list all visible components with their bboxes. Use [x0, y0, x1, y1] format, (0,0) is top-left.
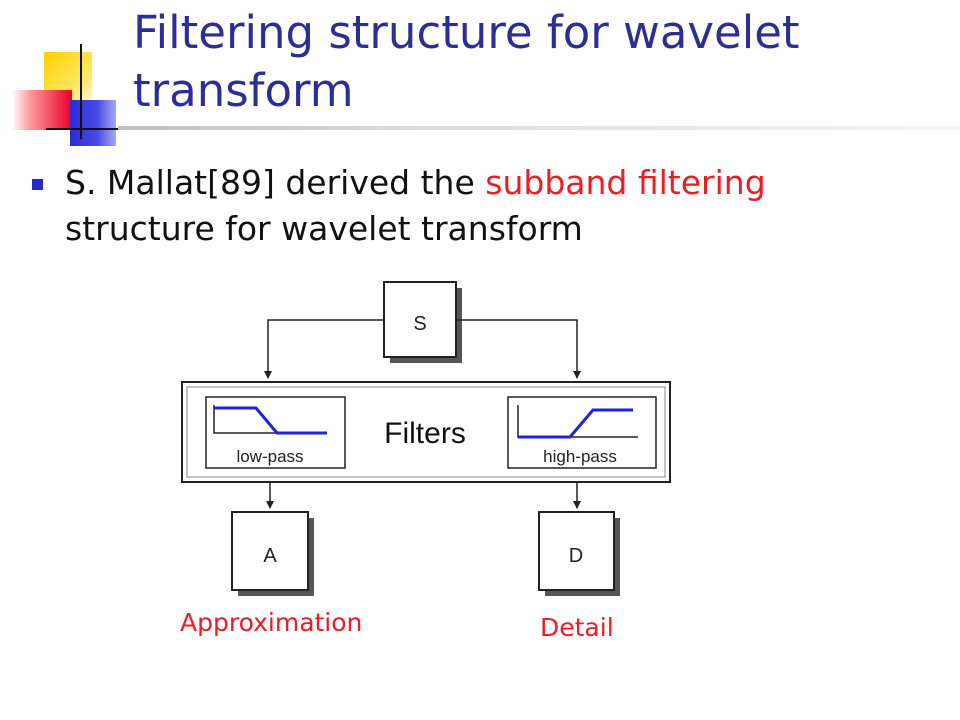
arrow-to-high-pass: [456, 319, 581, 379]
low-pass-response-curve: [214, 406, 327, 435]
filters-box: Filters low-pass high-pass: [181, 381, 671, 483]
bullet-square-icon: [32, 179, 43, 190]
detail-caption: Detail: [540, 613, 614, 642]
decor-blue-square: [70, 100, 116, 146]
source-label: S: [413, 313, 426, 335]
arrow-to-low-pass: [264, 319, 384, 379]
bullet-text-highlight: subband filtering: [485, 163, 766, 202]
approximation-label: A: [263, 545, 277, 567]
bullet-text-end: structure for wavelet transform: [65, 209, 583, 248]
low-pass-filter: low-pass: [205, 396, 346, 469]
decor-vertical-line: [80, 44, 82, 139]
detail-box: D: [538, 511, 620, 596]
approximation-box: A: [231, 511, 314, 596]
slide-title: Filtering structure for wavelet transfor…: [133, 6, 800, 117]
bullet-text: S. Mallat[89] derived the subband filter…: [65, 160, 925, 252]
detail-label: D: [569, 545, 583, 567]
high-pass-response-curve: [518, 408, 633, 439]
filters-label: Filters: [384, 417, 466, 450]
source-box: S: [383, 281, 462, 363]
high-pass-filter: high-pass: [507, 396, 657, 469]
title-underline: [118, 126, 960, 130]
decor-red-square: [12, 90, 72, 130]
high-pass-label: high-pass: [543, 447, 617, 466]
low-pass-label: low-pass: [236, 447, 303, 466]
bullet-text-start: S. Mallat[89] derived the: [65, 163, 486, 202]
decor-horizontal-line: [46, 128, 120, 130]
approximation-caption: Approximation: [180, 608, 363, 637]
split-connector: [264, 319, 581, 379]
